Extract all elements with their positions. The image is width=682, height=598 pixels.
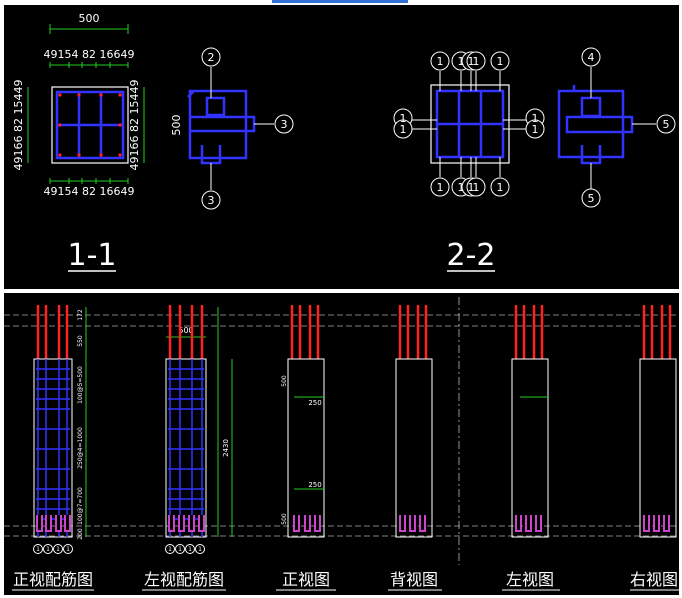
dim-250at4: 250@4=1000	[77, 427, 84, 469]
view-label-left-rebar: 左视配筋图	[144, 570, 224, 589]
small-dim-500-b: 500	[281, 513, 288, 525]
section-1-1: 500 49154 82 16649 49154 82 16649 49166 …	[12, 12, 294, 273]
sections-drawing: 500 49154 82 16649 49154 82 16649 49166 …	[12, 12, 676, 273]
callout-4: 4	[588, 51, 595, 64]
callout-5b: 5	[588, 192, 595, 205]
callout-top-4: 1	[473, 55, 480, 68]
section-title-2-2: 2-2	[447, 238, 496, 273]
callout-5a: 5	[663, 118, 670, 131]
view-label-front-rebar: 正视配筋图	[13, 570, 93, 589]
bar-mark-1: 1	[36, 546, 40, 553]
level-lines	[4, 314, 679, 537]
bar-mark-2: 1	[46, 546, 50, 553]
section-2-2: 1 1 1 1 1 1 1 1 1 1 1 1 1 1 4 5 5 2-	[393, 47, 676, 273]
top-accent-bar	[272, 0, 408, 3]
callout-bottom-1: 1	[437, 181, 444, 194]
callout-left-2: 1	[400, 123, 407, 136]
callout-bottom-2: 1	[458, 181, 465, 194]
dim-200: 200	[77, 528, 84, 540]
view-front: 250 250 500 500 正视图	[276, 305, 336, 591]
dim-100at7: 100@7=700	[77, 487, 84, 525]
callout-top-1: 1	[437, 55, 444, 68]
bar-mark-8: 1	[198, 546, 202, 553]
width-dim-label: 500	[79, 12, 100, 25]
small-dim-250-b: 250	[308, 481, 321, 489]
bar-mark-7: 1	[188, 546, 192, 553]
callout-top-2: 1	[458, 55, 465, 68]
view-label-right: 右视图	[630, 570, 678, 589]
view-right: 右视图	[630, 305, 679, 591]
callout-bottom-5: 1	[497, 181, 504, 194]
callout-bottom-3: 1	[468, 181, 475, 194]
section-title-1-1: 1-1	[68, 238, 117, 273]
elevations-drawing: 172 550 100@5=500 250@4=1000 100@7=700 2…	[4, 297, 679, 591]
column-outline-1-1	[51, 86, 129, 164]
elevations-panel: 172 550 100@5=500 250@4=1000 100@7=700 2…	[4, 293, 679, 595]
top-small-dims: 49154 82 16649	[44, 48, 135, 61]
dim-172: 172	[77, 309, 84, 321]
callout-right-2: 1	[532, 123, 539, 136]
view-label-back: 背视图	[390, 570, 438, 589]
bar-mark-6: 1	[178, 546, 182, 553]
view-label-left: 左视图	[506, 570, 554, 589]
view-front-rebar: 172 550 100@5=500 250@4=1000 100@7=700 2…	[12, 305, 94, 591]
side-dim-label: 500	[170, 115, 183, 136]
dim-550: 550	[77, 335, 84, 347]
view-label-front: 正视图	[282, 570, 330, 589]
callout-top-5: 1	[497, 55, 504, 68]
view-left: 左视图	[502, 305, 560, 591]
callout-top-3: 1	[468, 55, 475, 68]
bottom-small-dims: 49154 82 16649	[44, 185, 135, 198]
view-back: 背视图	[388, 305, 442, 591]
small-dim-500-a: 500	[281, 375, 288, 387]
view-left-rebar: 500 2430 1 1 1 1 左视配筋图	[142, 305, 233, 591]
sections-panel: 500 49154 82 16649 49154 82 16649 49166 …	[4, 5, 679, 289]
width-dim-500: 500	[178, 326, 193, 335]
small-dim-250-a: 250	[308, 399, 321, 407]
height-dim-2430: 2430	[222, 439, 230, 457]
column-outline-2-2	[430, 84, 510, 164]
bar-mark-5: 1	[168, 546, 172, 553]
callout-3a: 3	[281, 118, 288, 131]
dim-100at5: 100@5=500	[77, 366, 84, 404]
left-small-dims: 49166 82 15449	[12, 80, 25, 171]
callout-3b: 3	[208, 194, 215, 207]
callout-right-1: 1	[532, 112, 539, 125]
callout-left-1: 1	[400, 112, 407, 125]
bar-mark-3: 1	[56, 546, 60, 553]
bar-mark-4: 1	[66, 546, 70, 553]
callout-bottom-4: 1	[473, 181, 480, 194]
right-small-dims: 49166 82 15449	[128, 80, 141, 171]
main-bars-1-1	[58, 93, 122, 157]
callout-2: 2	[208, 51, 215, 64]
